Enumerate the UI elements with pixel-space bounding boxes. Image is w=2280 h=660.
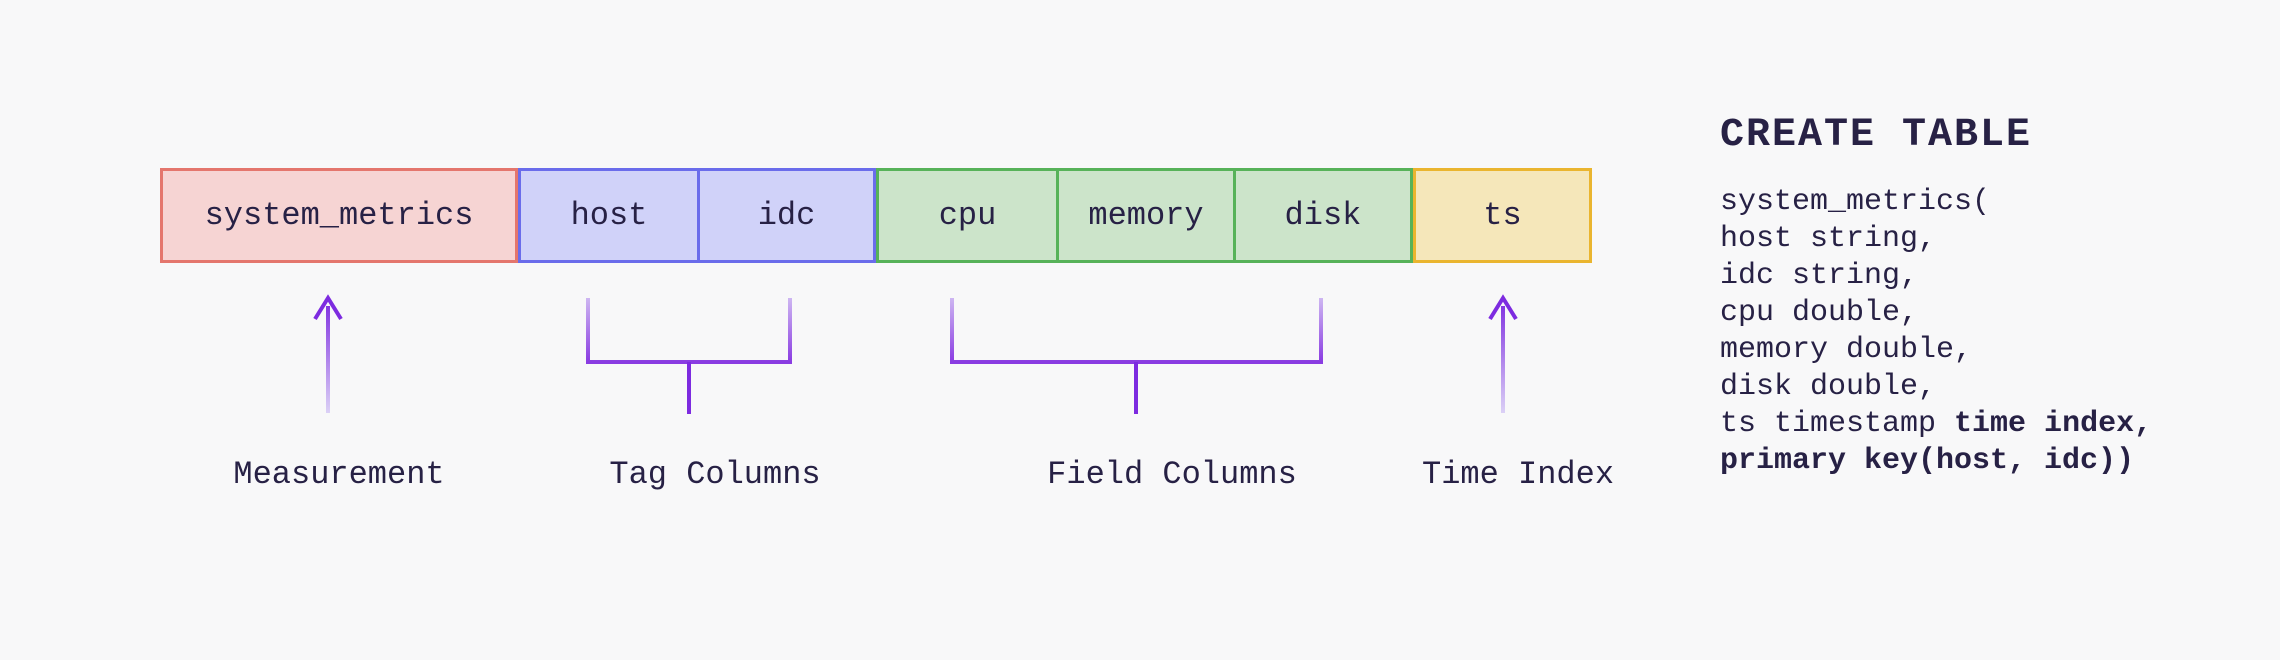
field-columns-group: cpu memory disk	[876, 168, 1413, 263]
measurement-label: Measurement	[233, 456, 445, 493]
table-structure-row: system_metrics host idc cpu memory disk …	[160, 168, 1592, 263]
tag-cell-idc: idc	[697, 171, 873, 260]
tag-cell-host: host	[570, 197, 648, 234]
sql-line: cpu double,	[1720, 296, 1919, 330]
measurement-group: system_metrics	[160, 168, 518, 263]
sql-panel: CREATE TABLE system_metrics( host string…	[1720, 112, 2152, 480]
field-cell-disk: disk	[1232, 171, 1410, 260]
tag-columns-label: Tag Columns	[609, 456, 821, 493]
sql-line: ts timestamp time index,	[1720, 407, 2153, 441]
time-index-group: ts	[1413, 168, 1592, 263]
time-index-arrow	[1488, 294, 1518, 413]
time-index-label: Time Index	[1421, 456, 1615, 493]
field-cell-cpu: cpu	[938, 197, 997, 234]
sql-line: system_metrics(	[1720, 185, 1991, 219]
field-cell-memory: memory	[1055, 171, 1233, 260]
sql-line: disk double,	[1720, 370, 1937, 404]
sql-line: primary key(host, idc))	[1720, 444, 2135, 478]
sql-line: idc string,	[1720, 259, 1919, 293]
tag-columns-bracket	[586, 298, 792, 414]
sql-statement: system_metrics( host string, idc string,…	[1720, 184, 2152, 480]
measurement-arrow	[313, 294, 343, 413]
sql-line: memory double,	[1720, 333, 1973, 367]
field-columns-label: Field Columns	[1047, 456, 1297, 493]
field-columns-bracket	[950, 298, 1323, 414]
measurement-cell: system_metrics	[204, 197, 474, 234]
sql-line: host string,	[1720, 222, 1937, 256]
tag-columns-group: host idc	[518, 168, 876, 263]
create-table-title: CREATE TABLE	[1720, 113, 2033, 158]
time-cell-ts: ts	[1483, 197, 1522, 234]
